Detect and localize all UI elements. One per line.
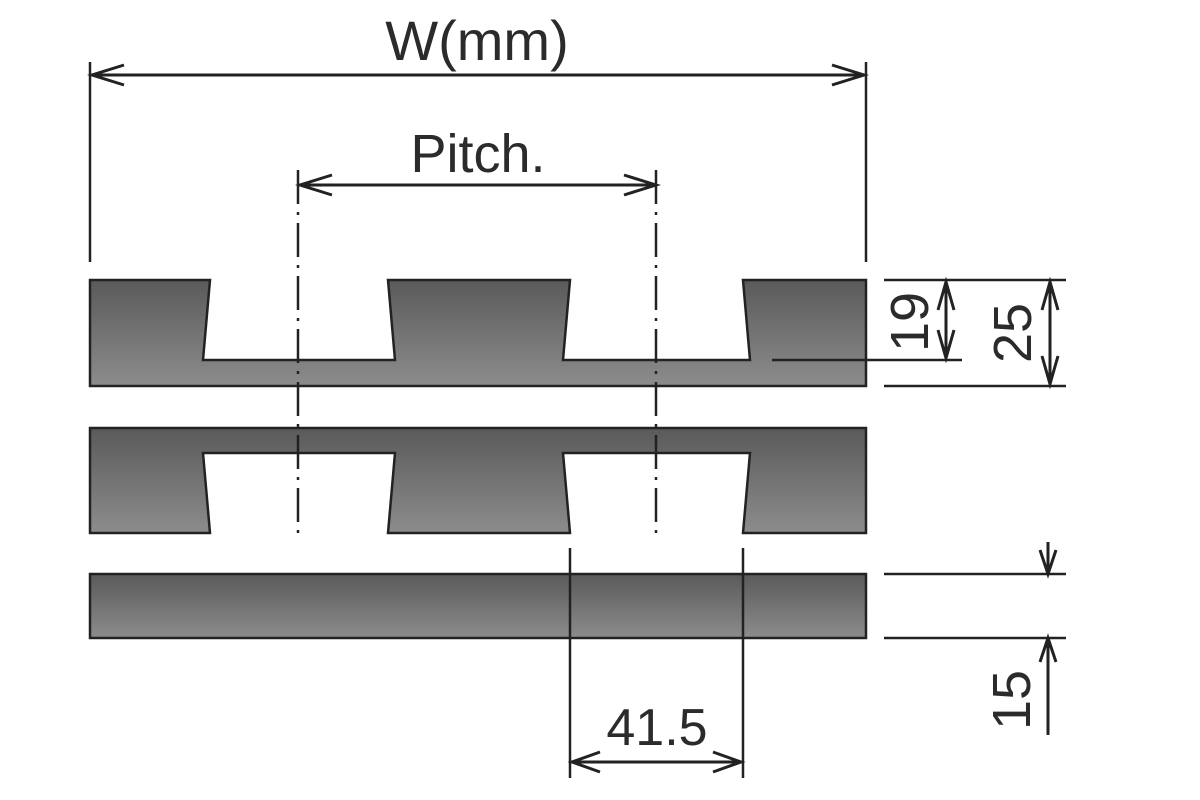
width-label: W(mm) — [385, 9, 568, 72]
top-profile — [88, 278, 868, 388]
bottom-plate — [88, 572, 868, 640]
dim-25-label: 25 — [983, 303, 1043, 363]
width-dimension — [86, 62, 870, 262]
thickness-dimension-bottom — [884, 542, 1066, 735]
middle-profile — [88, 426, 868, 535]
dim-41-5-label: 41.5 — [606, 699, 707, 757]
pitch-label: Pitch. — [410, 124, 545, 184]
height-dimensions-top — [772, 276, 1066, 390]
dim-19-label: 19 — [880, 292, 940, 352]
gap-dimension-bottom — [567, 548, 746, 778]
dim-15-label: 15 — [982, 670, 1042, 730]
